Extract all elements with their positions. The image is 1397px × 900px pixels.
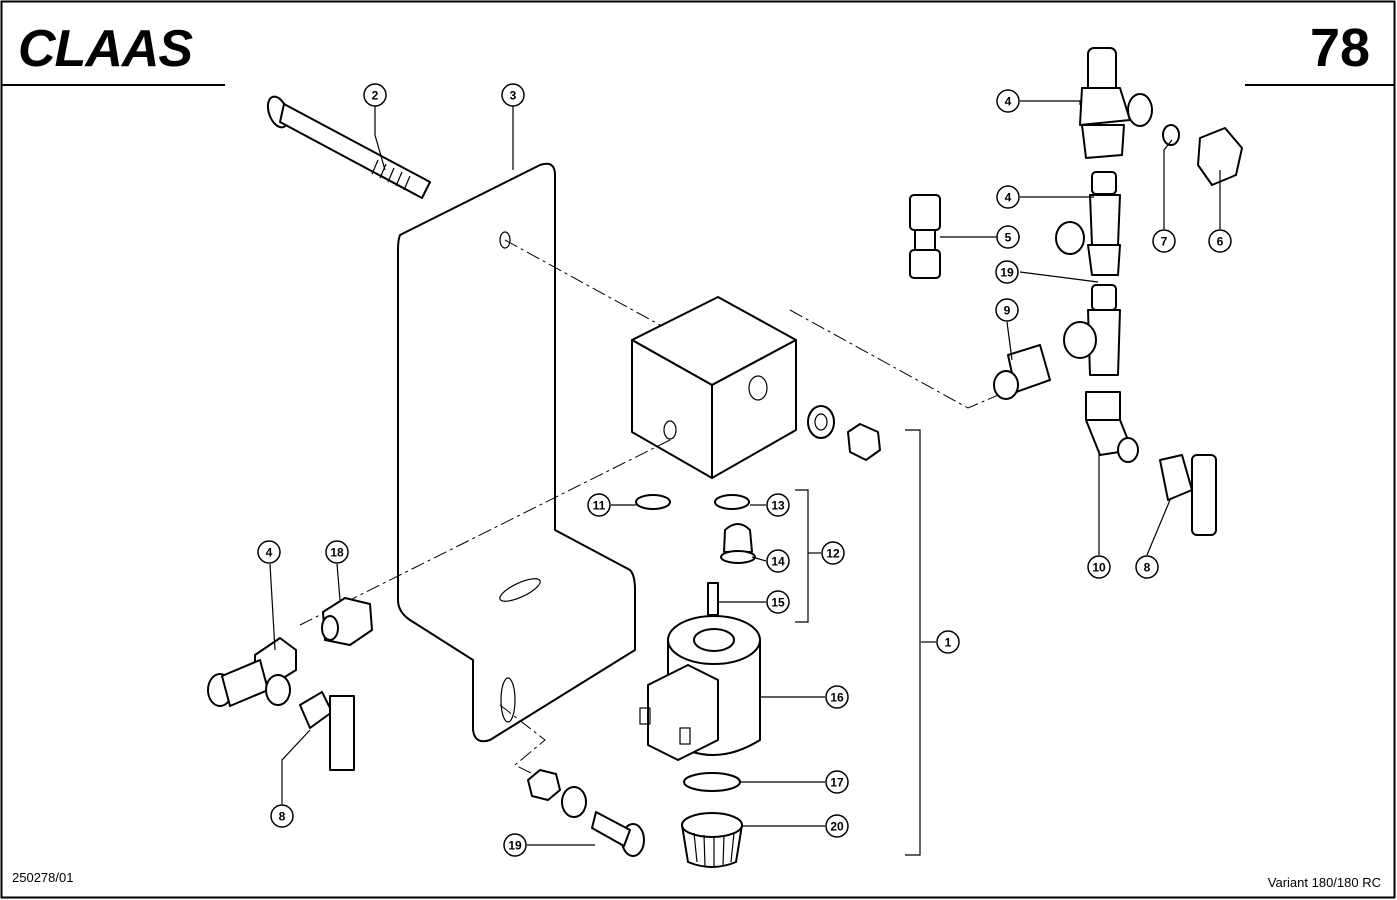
callout-12: 12	[821, 541, 845, 565]
o-ring-17	[683, 772, 741, 792]
callout-3: 3	[501, 83, 525, 107]
svg-text:6: 6	[1217, 235, 1224, 249]
callout-18: 18	[325, 540, 349, 564]
svg-text:5: 5	[1005, 231, 1012, 245]
valve-insert	[720, 523, 756, 564]
callout-15: 15	[766, 590, 790, 614]
callout-2: 2	[363, 83, 387, 107]
svg-text:19: 19	[508, 839, 522, 853]
callout-9: 9	[995, 298, 1019, 322]
svg-text:12: 12	[826, 547, 840, 561]
svg-text:10: 10	[1092, 561, 1106, 575]
alignment-lines	[299, 239, 1011, 781]
callout-19-right: 19	[995, 260, 1019, 284]
callout-6: 6	[1208, 229, 1232, 253]
svg-text:7: 7	[1161, 235, 1168, 249]
valve-pin	[707, 582, 719, 616]
svg-text:9: 9	[1004, 304, 1011, 318]
svg-text:15: 15	[771, 596, 785, 610]
left-fittings	[207, 597, 373, 771]
svg-text:17: 17	[830, 776, 844, 790]
model-name: Variant 180/180 RC	[1268, 875, 1381, 890]
o-ring-11	[635, 494, 671, 510]
svg-text:14: 14	[771, 555, 785, 569]
drawing-number: 250278/01	[12, 870, 73, 885]
bracket-part	[397, 162, 636, 743]
page-number: 78	[1310, 18, 1370, 78]
bottom-nut-washer-bolt	[527, 769, 645, 857]
svg-text:11: 11	[593, 499, 606, 513]
right-fittings	[909, 47, 1243, 536]
svg-text:2: 2	[372, 89, 379, 103]
svg-text:4: 4	[1005, 95, 1012, 109]
callout-20: 20	[825, 814, 849, 838]
svg-text:8: 8	[279, 810, 286, 824]
o-ring-13	[714, 494, 750, 510]
brand-logo: CLAAS	[18, 20, 193, 78]
callout-19-bottom: 19	[503, 833, 527, 857]
callout-13: 13	[766, 493, 790, 517]
svg-text:19: 19	[1000, 266, 1014, 280]
svg-text:18: 18	[330, 546, 344, 560]
callout-8-right: 8	[1135, 555, 1159, 579]
callout-8-left: 8	[270, 804, 294, 828]
callout-7: 7	[1152, 229, 1176, 253]
callout-4-top: 4	[996, 89, 1020, 113]
solenoid-coil	[639, 615, 761, 761]
callout-16: 16	[825, 685, 849, 709]
svg-text:20: 20	[830, 820, 844, 834]
svg-text:8: 8	[1144, 561, 1151, 575]
leader-lines	[269, 100, 1221, 846]
valve-block	[631, 296, 797, 479]
callout-17: 17	[825, 770, 849, 794]
group-brackets	[795, 429, 921, 856]
svg-text:16: 16	[830, 691, 844, 705]
svg-text:13: 13	[771, 499, 785, 513]
svg-text:4: 4	[1005, 191, 1012, 205]
callout-4-middle: 4	[996, 185, 1020, 209]
callout-5: 5	[996, 225, 1020, 249]
knurled-nut	[681, 812, 743, 868]
svg-text:3: 3	[510, 89, 517, 103]
bolt-part	[266, 95, 431, 199]
block-side-nut	[807, 405, 881, 461]
callout-1: 1	[936, 630, 960, 654]
callout-11: 11	[587, 493, 611, 517]
svg-text:4: 4	[266, 546, 273, 560]
callout-4-left: 4	[257, 540, 281, 564]
callout-10: 10	[1087, 555, 1111, 579]
callout-14: 14	[766, 549, 790, 573]
svg-text:1: 1	[945, 636, 952, 650]
